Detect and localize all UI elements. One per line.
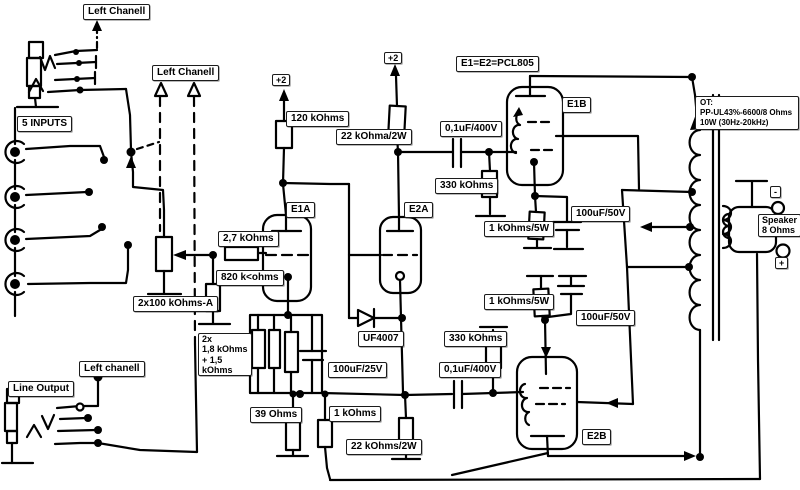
label-r2k7: 2,7 kOhms bbox=[218, 231, 279, 247]
supply-arrow-icon bbox=[390, 64, 400, 76]
label-r330k-lower: 330 kOhms bbox=[444, 331, 508, 347]
cathode-bank-e1a bbox=[248, 311, 328, 395]
label-r39: 39 Ohms bbox=[250, 407, 303, 423]
supply-arrow-icon bbox=[279, 89, 289, 101]
output-transformer bbox=[528, 73, 733, 459]
label-c100u50-upper: 100uF/50V bbox=[571, 206, 631, 222]
label-output-transformer: OT: PP-UL43%-6600/8 Ohms 10W (30Hz-20kHz… bbox=[695, 96, 799, 130]
label-speaker: Speaker 8 Ohms bbox=[758, 214, 800, 237]
arrow-up-icon bbox=[92, 20, 102, 31]
plate-load-e1a bbox=[274, 89, 294, 187]
coupling-wires bbox=[281, 181, 383, 320]
label-plus-terminal: + bbox=[775, 257, 789, 270]
cathode-network-e1b bbox=[522, 192, 585, 251]
label-e1a: E1A bbox=[286, 202, 316, 218]
label-minus-terminal: - bbox=[770, 186, 781, 199]
label-c100u25: 100uF/25V bbox=[328, 362, 388, 378]
label-r1k: 1 kOhms bbox=[329, 406, 382, 422]
speaker-symbol bbox=[721, 179, 791, 259]
cathode-network-e2b bbox=[525, 274, 588, 376]
arrow-up-icon bbox=[153, 81, 169, 98]
bottom-resistors bbox=[275, 390, 422, 481]
label-r1k5w-upper: 1 kOhms/5W bbox=[484, 221, 555, 237]
label-r22k-upper: 22 kOhma/2W bbox=[336, 129, 412, 145]
diode-uf4007 bbox=[347, 307, 406, 329]
label-e2a: E2A bbox=[404, 202, 434, 218]
tube-e2b bbox=[515, 355, 635, 458]
tube-e2a bbox=[378, 150, 423, 394]
tube-e1b bbox=[505, 74, 565, 198]
bottom-rail bbox=[328, 252, 762, 482]
label-cathode-bank: 2x 1,8 kOhms + 1,5 kOhms bbox=[198, 333, 252, 377]
speaker-minus-terminal bbox=[770, 200, 786, 216]
label-left-channel-bottom: Left chanell bbox=[79, 361, 145, 377]
wiper-arrow-icon bbox=[173, 250, 186, 260]
label-five-inputs: 5 INPUTS bbox=[17, 116, 73, 132]
label-pot: 2x100 kOhms-A bbox=[133, 296, 219, 312]
label-r820k: 820 k<ohms bbox=[216, 270, 284, 286]
channel-link-dashed bbox=[153, 81, 202, 454]
jack-plug-top-left bbox=[13, 40, 60, 146]
label-line-output: Line Output bbox=[8, 381, 75, 397]
volume-pot bbox=[146, 235, 215, 296]
grid-coil-icon bbox=[518, 382, 531, 427]
arrow-left-icon bbox=[640, 222, 652, 232]
jack-plug-line-output bbox=[0, 387, 35, 465]
label-c01-lower: 0,1uF/400V bbox=[439, 362, 502, 378]
grid-coil-icon bbox=[509, 110, 522, 155]
label-r22k-lower: 22 kOhms/2W bbox=[346, 439, 422, 455]
rca-input-connectors bbox=[4, 139, 132, 318]
label-plus2-left: +2 bbox=[272, 74, 291, 87]
label-tube-equation: E1=E2=PCL805 bbox=[456, 56, 539, 72]
selector-hub bbox=[126, 140, 166, 239]
grid-network-e1a bbox=[197, 245, 268, 326]
label-left-channel-mid: Left Chanell bbox=[152, 65, 220, 81]
label-r1k5w-lower: 1 kOhms/5W bbox=[484, 294, 555, 310]
voice-coil-icon bbox=[721, 212, 731, 240]
label-uf4007: UF4007 bbox=[358, 331, 404, 347]
primary-coil-icon bbox=[688, 128, 702, 332]
label-r330k-upper: 330 kOhms bbox=[435, 178, 499, 194]
label-e2b: E2B bbox=[582, 429, 612, 445]
arrow-left-icon bbox=[606, 398, 618, 408]
line-output-contacts bbox=[25, 372, 199, 454]
label-c100u50-lower: 100uF/50V bbox=[576, 310, 636, 326]
label-plus2-right: +2 bbox=[384, 52, 403, 65]
arrow-up-icon bbox=[186, 81, 202, 98]
arrow-right-icon bbox=[684, 451, 696, 461]
speaker-plus-terminal bbox=[775, 243, 791, 259]
label-left-channel-top: Left Chanell bbox=[83, 4, 151, 20]
label-r120k: 120 kOhms bbox=[286, 111, 350, 127]
input-selector-switch bbox=[27, 20, 133, 152]
label-c01-upper: 0,1uF/400V bbox=[440, 121, 503, 137]
label-e1b: E1B bbox=[562, 97, 592, 113]
